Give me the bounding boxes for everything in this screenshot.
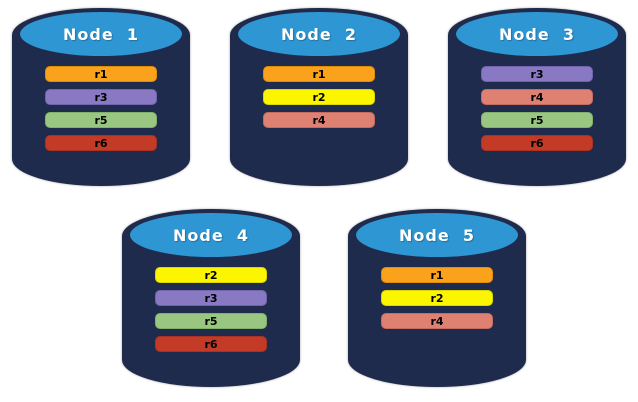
node-title-ellipse: Node 3 bbox=[456, 12, 618, 56]
replica-bar-r6: r6 bbox=[155, 336, 267, 352]
database-node: Node 4 r2 r3 r5 r6 bbox=[122, 209, 300, 387]
cylinder-bottom bbox=[230, 132, 408, 186]
replica-bar-r2: r2 bbox=[381, 290, 493, 306]
node-title: Node 1 bbox=[63, 24, 139, 44]
database-node: Node 2 r1 r2 r4 bbox=[230, 8, 408, 186]
database-node: Node 1 r1 r3 r5 r6 bbox=[12, 8, 190, 186]
replica-bar-r6: r6 bbox=[45, 135, 157, 151]
database-node: Node 5 r1 r2 r4 bbox=[348, 209, 526, 387]
replica-bar-r3: r3 bbox=[481, 66, 593, 82]
replica-list: r1 r2 r4 bbox=[348, 267, 526, 329]
node-title-ellipse: Node 1 bbox=[20, 12, 182, 56]
replica-bar-r4: r4 bbox=[481, 89, 593, 105]
replica-bar-r3: r3 bbox=[155, 290, 267, 306]
replica-bar-r5: r5 bbox=[481, 112, 593, 128]
node-title-ellipse: Node 5 bbox=[356, 213, 518, 257]
replica-list: r1 r2 r4 bbox=[230, 66, 408, 128]
node-title: Node 3 bbox=[499, 24, 575, 44]
cylinder-top-rim: Node 1 bbox=[12, 8, 190, 62]
node-title-ellipse: Node 4 bbox=[130, 213, 292, 257]
replica-bar-r5: r5 bbox=[155, 313, 267, 329]
replica-bar-r1: r1 bbox=[45, 66, 157, 82]
cylinder-bottom bbox=[348, 333, 526, 387]
replica-list: r1 r3 r5 r6 bbox=[12, 66, 190, 151]
cylinder-top-rim: Node 3 bbox=[448, 8, 626, 62]
database-node: Node 3 r3 r4 r5 r6 bbox=[448, 8, 626, 186]
replica-bar-r3: r3 bbox=[45, 89, 157, 105]
node-title: Node 4 bbox=[173, 225, 249, 245]
replica-bar-r2: r2 bbox=[263, 89, 375, 105]
node-title: Node 5 bbox=[399, 225, 475, 245]
node-title: Node 2 bbox=[281, 24, 357, 44]
replica-bar-r1: r1 bbox=[263, 66, 375, 82]
node-title-ellipse: Node 2 bbox=[238, 12, 400, 56]
cylinder-top-rim: Node 4 bbox=[122, 209, 300, 263]
replica-bar-r5: r5 bbox=[45, 112, 157, 128]
replica-list: r2 r3 r5 r6 bbox=[122, 267, 300, 352]
replica-bar-r1: r1 bbox=[381, 267, 493, 283]
node-row-bottom: Node 4 r2 r3 r5 r6 Node 5 r1 r2 r4 bbox=[122, 209, 526, 387]
replica-bar-r4: r4 bbox=[263, 112, 375, 128]
replica-bar-r6: r6 bbox=[481, 135, 593, 151]
replica-bar-r2: r2 bbox=[155, 267, 267, 283]
cylinder-top-rim: Node 5 bbox=[348, 209, 526, 263]
replica-bar-r4: r4 bbox=[381, 313, 493, 329]
cylinder-top-rim: Node 2 bbox=[230, 8, 408, 62]
replica-list: r3 r4 r5 r6 bbox=[448, 66, 626, 151]
